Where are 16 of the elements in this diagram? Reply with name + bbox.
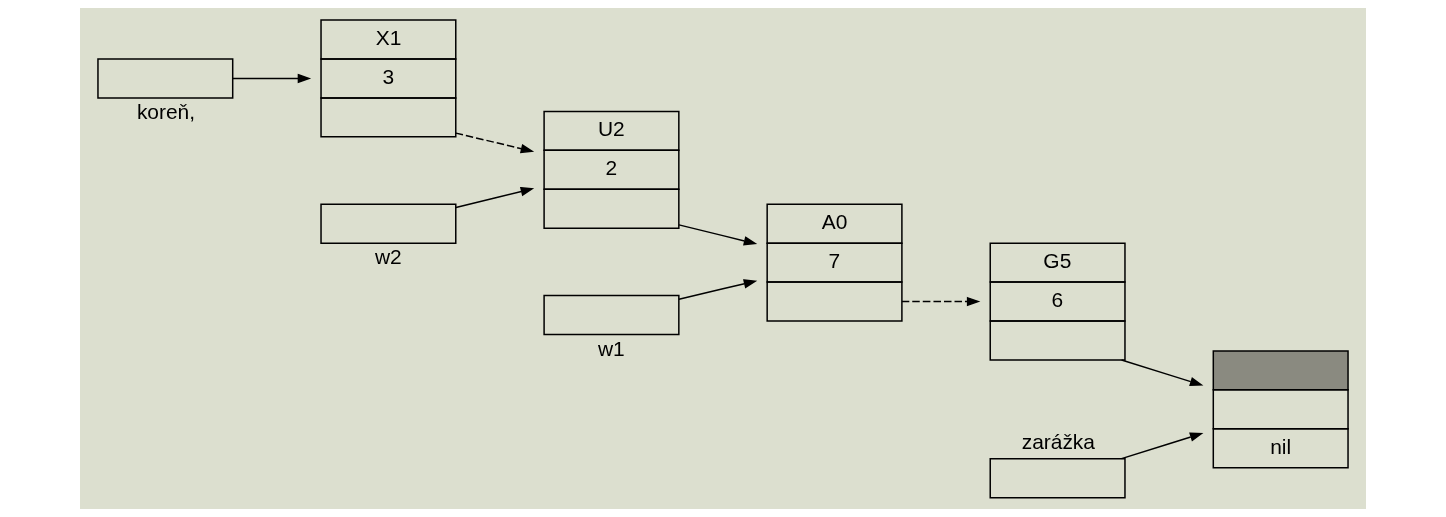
node-box: [97, 58, 234, 99]
arrow: [232, 73, 312, 84]
arrow: [1120, 432, 1204, 460]
arrow: [901, 296, 981, 307]
node-box: [989, 458, 1126, 499]
node-label: w1: [597, 336, 625, 360]
node-label: w2: [374, 245, 402, 269]
node-label: zarážka: [1021, 429, 1095, 453]
arrow: [455, 132, 535, 154]
arrow: [455, 186, 535, 209]
node-box: [320, 203, 457, 244]
node-label: koreň,: [136, 100, 196, 124]
arrow: [678, 279, 758, 301]
node-box: [543, 294, 680, 336]
arrow: [1120, 359, 1204, 387]
arrow: [678, 224, 758, 246]
